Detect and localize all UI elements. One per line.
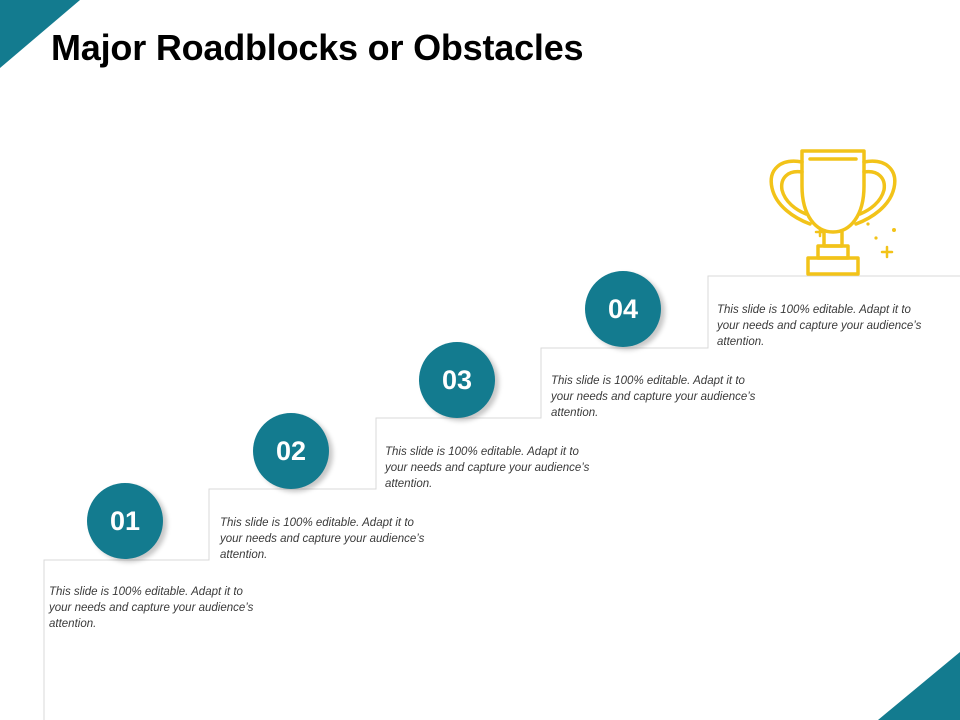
step-number-01: 01 [109,505,141,536]
step-number-03: 03 [441,364,473,395]
slide-title: Major Roadblocks or Obstacles [51,27,584,68]
step-badge-03: 03 [419,342,495,418]
staircase-outline [43,275,960,720]
step-text-03: This slide is 100% editable. Adapt it to… [385,446,590,490]
step-number-02: 02 [275,435,307,466]
step-badge-02: 02 [253,413,329,489]
corner-decoration-bottom-right [878,652,960,720]
top-landing-text: This slide is 100% editable. Adapt it to… [717,302,927,350]
trophy-icon [769,149,897,276]
step-text-04: This slide is 100% editable. Adapt it to… [551,375,756,419]
step-text-02: This slide is 100% editable. Adapt it to… [220,517,425,561]
step-badge-01: 01 [87,483,163,559]
step-text-01: This slide is 100% editable. Adapt it to… [49,586,254,630]
step-badge-04: 04 [585,271,661,347]
corner-decoration-top-left [0,0,80,68]
step-number-04: 04 [607,293,639,324]
top-landing-text-content: This slide is 100% editable. Adapt it to… [717,304,922,348]
